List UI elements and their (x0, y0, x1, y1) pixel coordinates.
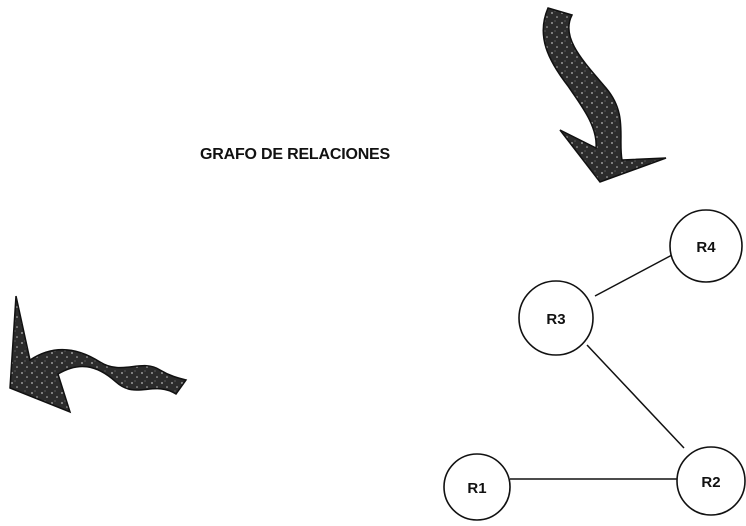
node-r3: R3 (518, 280, 594, 356)
arrow-left-icon (9, 295, 188, 414)
edge-r3-r4 (594, 254, 673, 297)
edge-r2-r3 (586, 344, 685, 449)
arrow-down-icon (542, 7, 667, 183)
node-r1-label: R1 (467, 480, 486, 497)
node-r4-label: R4 (696, 239, 716, 256)
node-r2-label: R2 (701, 474, 720, 491)
node-r2: R2 (676, 446, 746, 516)
graph-edges (510, 254, 685, 480)
diagram-title: GRAFO DE RELACIONES (200, 146, 390, 163)
node-r1: R1 (443, 453, 511, 521)
node-r3-label: R3 (546, 311, 565, 328)
node-r4: R4 (669, 209, 743, 283)
